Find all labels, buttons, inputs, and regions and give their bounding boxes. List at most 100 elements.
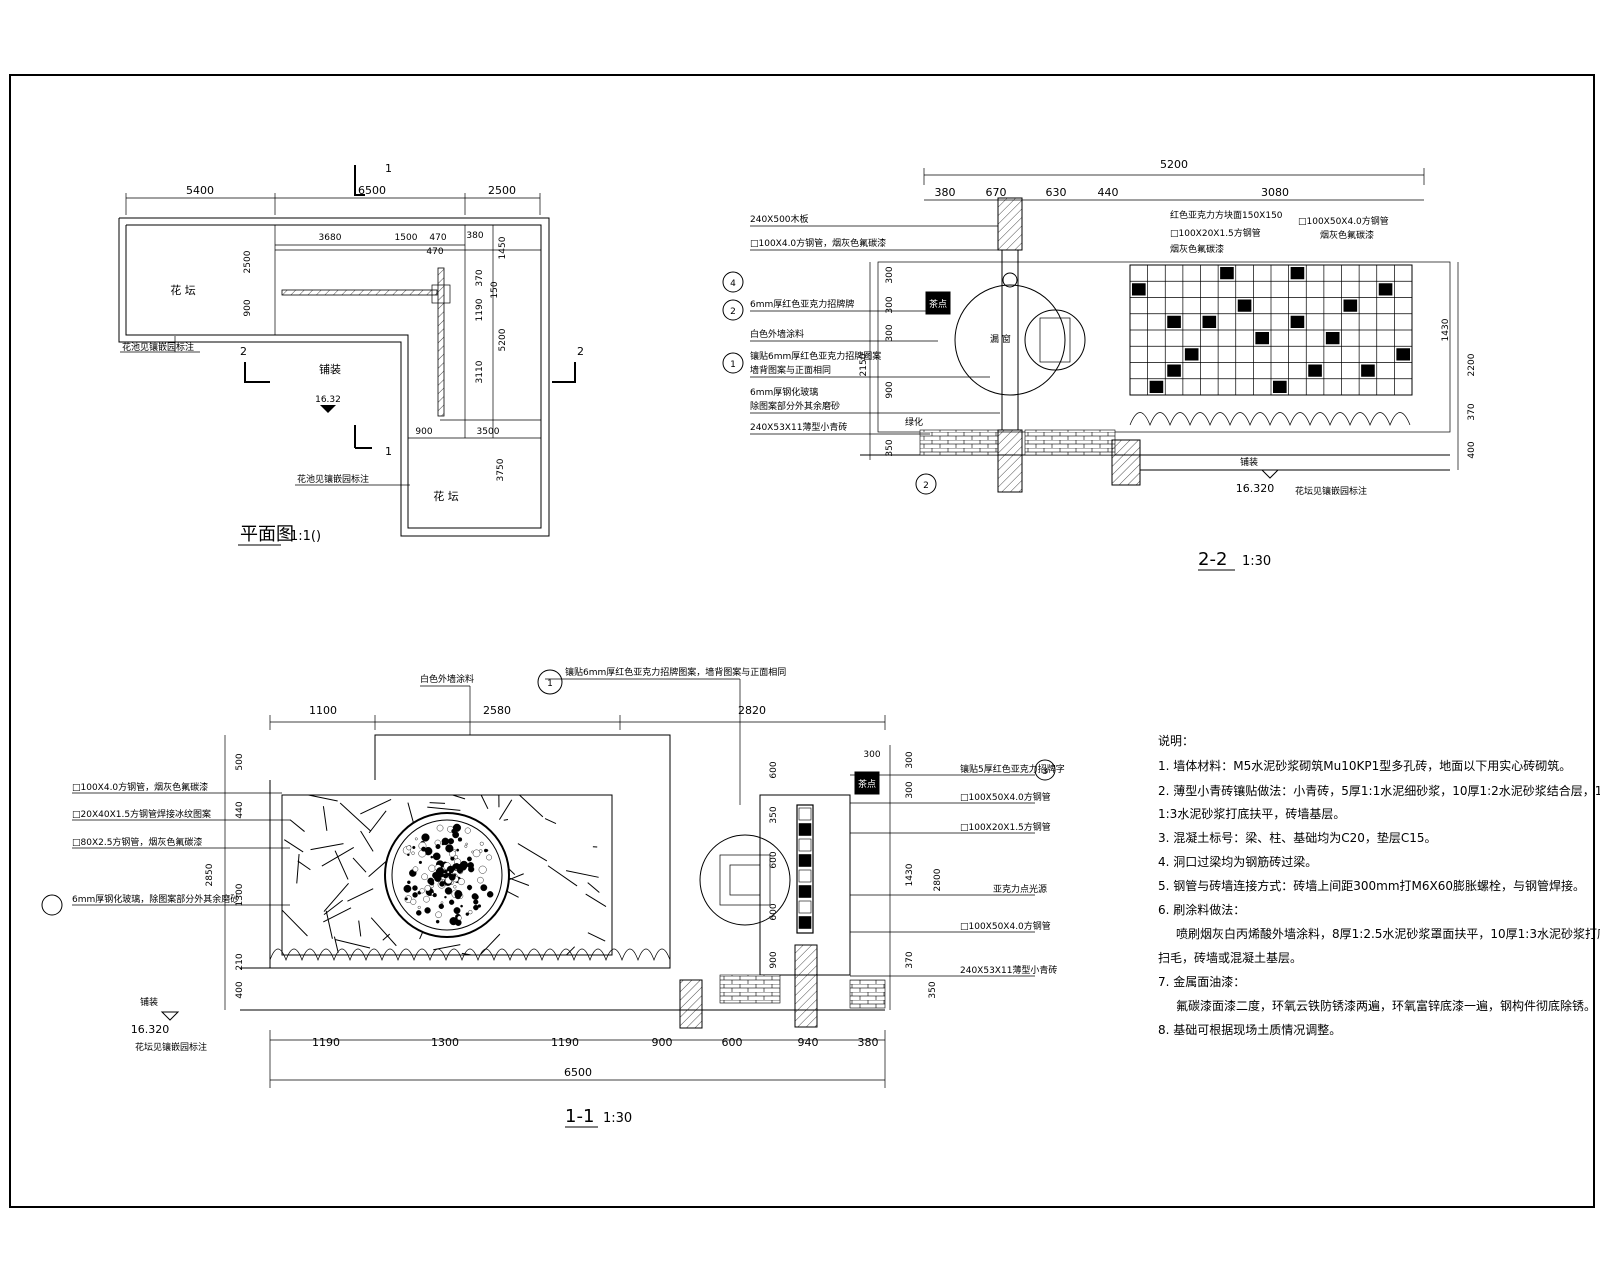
- sec11-elevation: 16.320: [131, 1023, 170, 1036]
- sec22-dim-right-1: 1430: [1441, 318, 1451, 341]
- sec11-main-wall: [269, 734, 671, 969]
- sec11-moon-window: [699, 834, 791, 926]
- plan-wall-horizontal: [281, 289, 438, 296]
- sec22-label-left-3: 6mm厚红色亚克力招牌牌: [750, 298, 854, 310]
- sec11-dim-bottom-2: 1300: [431, 1036, 459, 1049]
- section-2-2: 5200 380 670 630 440 3080 漏 窗 茶点 铺装: [722, 158, 1477, 571]
- sec11-dim-right-b-1: 300: [905, 751, 915, 768]
- sec11-dim-right-b-4: 2800: [933, 868, 943, 891]
- sec22-dim-left-3: 300: [885, 324, 895, 341]
- sec22-dim-left-6: 350: [885, 439, 895, 456]
- sec22-arch-text: 漏 窗: [990, 333, 1011, 345]
- sec22-label-left-7: 6mm厚钢化玻璃: [750, 386, 818, 398]
- sec11-shrubs: [269, 948, 671, 962]
- sec11-labels-right: 镶贴5厚红色亚克力招牌字 □100X50X4.0方钢管 □100X20X1.5方…: [850, 763, 1065, 977]
- sec11-dim-bottom-6: 940: [798, 1036, 819, 1049]
- sec11-label-top-2: 镶贴6mm厚红色亚克力招牌图案，墙背图案与正面相同: [565, 666, 786, 678]
- note-item-6a: 喷刷烟灰白丙烯酸外墙涂料，8厚1:2.5水泥砂浆罩面扶平，10厚1:3水泥砂浆打…: [1176, 926, 1600, 941]
- sec22-dim-right-4: 400: [1467, 441, 1477, 458]
- sec11-title: 1-1: [565, 1106, 594, 1127]
- sec22-labels-top: 红色亚克力方块面150X150 □100X20X1.5方钢管 烟灰色氟碳漆 □1…: [1170, 209, 1389, 255]
- sec11-dim-bottom-5: 600: [722, 1036, 743, 1049]
- sec22-brick-right: [1024, 429, 1116, 456]
- sec22-wall-body: [877, 261, 1451, 433]
- sec11-dim-right-a-1: 600: [769, 761, 779, 778]
- plan-dim-bottom-2: 3500: [477, 427, 500, 437]
- sec22-scale: 1:30: [1242, 554, 1271, 569]
- sec22-footing-2: [1111, 439, 1141, 486]
- sec11-label-right-3: □100X20X1.5方钢管: [960, 821, 1051, 833]
- plan-dim-right-5: 5200: [498, 328, 508, 351]
- sec22-moon-window: [954, 284, 1066, 396]
- sec22-dim-top-4: 440: [1098, 186, 1119, 199]
- plan-dim-top-1: 5400: [186, 184, 214, 197]
- sec11-label-left-4: 6mm厚钢化玻璃，除图案部分外其余磨砂: [72, 893, 239, 905]
- sec22-brick-left: [919, 429, 999, 456]
- plan-elevation: 16.32: [315, 395, 341, 405]
- sec11-label-left-1: □100X4.0方钢管，烟灰色氟碳漆: [72, 781, 208, 793]
- sec11-label-right-4: 亚克力点光源: [993, 883, 1047, 895]
- sec11-dim-left-1: 500: [235, 753, 245, 770]
- plan-dim-right-1: 1450: [498, 236, 508, 259]
- plan-label-bed-2: 花 坛: [433, 490, 459, 503]
- sec11-dim-bottom-7: 380: [858, 1036, 879, 1049]
- plan-dim-inner-4: 380: [466, 231, 483, 241]
- sec22-note: 花坛见镶嵌园标注: [1295, 485, 1367, 497]
- sec22-sign-text: 茶点: [929, 298, 947, 310]
- sec11-dim-right-b-5: 370: [905, 951, 915, 968]
- plan-label-paving: 铺装: [319, 363, 341, 376]
- sec11-footing-2: [794, 944, 818, 1028]
- plan-dim-right-3: 150: [490, 281, 500, 298]
- plan-title: 平面图: [240, 524, 294, 545]
- sec22-label-top-1: 红色亚克力方块面150X150: [1170, 209, 1283, 221]
- plan-dim-right-4: 1190: [475, 298, 485, 321]
- note-item-4: 4. 洞口过梁均为钢筋砖过梁。: [1158, 854, 1317, 869]
- plan-scale: 1:1(): [290, 529, 321, 544]
- sec11-label-left-3: □80X2.5方钢管，烟灰色氟碳漆: [72, 836, 202, 848]
- sec22-dim-right-3: 370: [1467, 403, 1477, 420]
- sec11-sign: [854, 771, 880, 795]
- note-item-6b: 扫毛，砖墙或混凝土基层。: [1158, 950, 1302, 965]
- sec22-tag-circles: 4 2 1 2: [722, 271, 937, 495]
- plan-dim-top-2: 6500: [358, 184, 386, 197]
- plan-outline-inner: [125, 224, 542, 529]
- sec11-dim-right-b-2: 300: [905, 781, 915, 798]
- sec22-label-top-4: □100X50X4.0方钢管: [1298, 215, 1389, 227]
- plan-dim-left-1: 2500: [243, 250, 253, 273]
- sec11-dim-right-a-3: 600: [769, 851, 779, 868]
- sec22-dim-total: 5200: [1160, 158, 1188, 171]
- plan-dim-inner-2: 1500: [395, 233, 418, 243]
- plan-section-1-bottom: 1: [385, 445, 392, 458]
- sec11-brick-base: [849, 979, 886, 1009]
- plan-section-1-top: 1: [385, 162, 392, 175]
- plan-note-1: 花池见镶嵌园标注: [122, 341, 194, 353]
- sec11-label-right-5: □100X50X4.0方钢管: [960, 920, 1051, 932]
- sec22-dim-left-1: 300: [885, 266, 895, 283]
- sec11-dim-total: 6500: [564, 1066, 592, 1079]
- plan-dim-inner-3: 470: [429, 233, 446, 243]
- sec11-dim-bottom-1: 1190: [312, 1036, 340, 1049]
- plan-section-2-left: 2: [240, 345, 247, 358]
- sec22-shrubs: [1129, 412, 1411, 426]
- sec11-sign-text: 茶点: [858, 778, 876, 790]
- sec22-tag-1: 4: [730, 279, 736, 289]
- note-item-2: 2. 薄型小青砖镶贴做法：小青砖，5厚1:1水泥细砂浆，10厚1:2水泥砂浆结合…: [1158, 783, 1600, 798]
- plan-dim-inner-5: 470: [426, 247, 443, 257]
- note-item-3: 3. 混凝土标号：梁、柱、基础均为C20，垫层C15。: [1158, 830, 1437, 845]
- sec11-dim-right-b-6: 350: [928, 981, 938, 998]
- sec22-label-top-5: 烟灰色氟碳漆: [1320, 229, 1374, 241]
- plan-label-bed-1: 花 坛: [170, 284, 196, 297]
- sec22-label-paving: 铺装: [1240, 456, 1258, 468]
- sheet-border: [9, 74, 1595, 1208]
- plan-dim-inner-1: 3680: [319, 233, 342, 243]
- sec11-labels-left: □100X4.0方钢管，烟灰色氟碳漆 □20X40X1.5方钢管焊接冰纹图案 □…: [72, 781, 290, 906]
- sec22-tag-3: 1: [730, 360, 736, 370]
- sec22-label-left-2: □100X4.0方钢管，烟灰色氟碳漆: [750, 237, 886, 249]
- sec11-note: 花坛见镶嵌园标注: [135, 1041, 207, 1053]
- sec11-label-paving: 铺装: [140, 996, 158, 1008]
- sec11-dim-right-a-4: 600: [769, 903, 779, 920]
- note-item-7: 7. 金属面油漆：: [1158, 974, 1245, 989]
- note-item-6: 6. 刷涂料做法：: [1158, 902, 1245, 917]
- sec11-dim-left-3: 1300: [235, 883, 245, 906]
